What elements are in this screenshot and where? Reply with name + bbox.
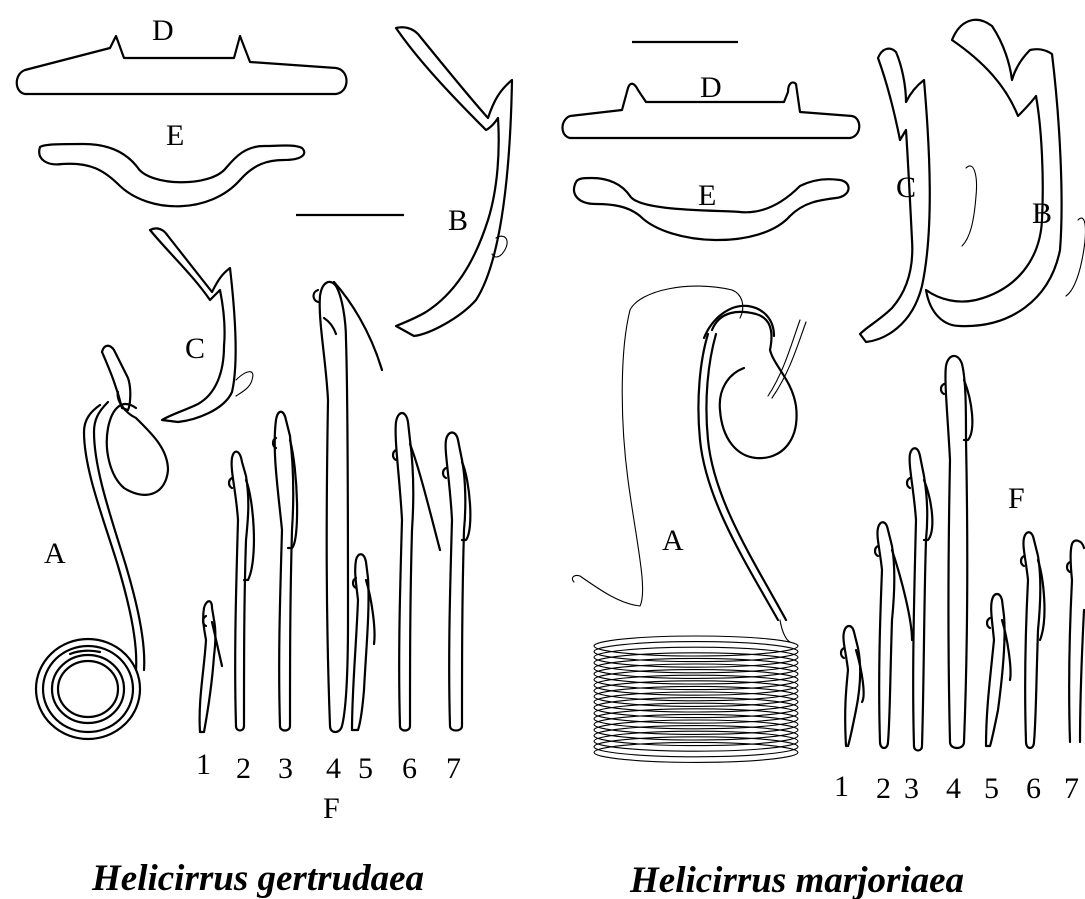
left-falciger-number-5: 5 <box>358 752 373 785</box>
right-falcigers: 1 2 3 4 5 6 7 F <box>834 356 1084 805</box>
left-label-b: B <box>448 204 468 237</box>
right-falciger-2 <box>875 522 912 748</box>
right-falciger-number-5: 5 <box>984 772 999 805</box>
right-falciger-5 <box>986 594 1011 746</box>
right-spring-coil <box>594 636 798 762</box>
left-falciger-number-6: 6 <box>402 752 417 785</box>
left-falciger-5 <box>352 554 375 730</box>
right-label-d: D <box>700 71 722 104</box>
left-structure-e: E <box>39 119 304 206</box>
left-falcigers: 1 2 3 4 5 6 7 F <box>196 282 470 825</box>
left-falciger-number-7: 7 <box>446 752 461 785</box>
right-falciger-number-6: 6 <box>1026 772 1041 805</box>
left-falciger-number-4: 4 <box>326 752 341 785</box>
left-falciger-4 <box>314 282 383 732</box>
right-falciger-3 <box>907 448 932 750</box>
panel-right: D E C B A <box>563 20 1085 899</box>
left-structure-b: B <box>396 27 512 336</box>
right-structure-e: E <box>574 178 849 240</box>
right-falciger-1 <box>841 626 864 746</box>
left-falciger-number-3: 3 <box>278 752 293 785</box>
right-falciger-number-2: 2 <box>876 772 891 805</box>
left-falciger-1 <box>200 601 222 732</box>
right-falciger-4 <box>941 356 972 748</box>
left-structure-d: D <box>17 14 347 94</box>
left-falciger-7 <box>443 433 470 731</box>
right-falciger-number-4: 4 <box>946 772 961 805</box>
right-label-c: C <box>896 171 916 204</box>
left-falciger-number-2: 2 <box>236 752 251 785</box>
left-falciger-number-1: 1 <box>196 748 211 781</box>
left-label-a: A <box>44 537 66 570</box>
right-structure-c: C <box>860 49 977 342</box>
left-label-d: D <box>152 14 174 47</box>
left-label-f: F <box>323 792 340 825</box>
right-falciger-7 <box>1067 541 1084 742</box>
left-species-name: Helicirrus gertrudaea <box>91 858 424 899</box>
right-label-f: F <box>1008 482 1025 515</box>
right-species-name: Helicirrus marjoriaea <box>629 860 964 899</box>
left-structure-c: C <box>150 228 253 422</box>
right-label-e: E <box>698 179 716 212</box>
left-falciger-6 <box>393 413 440 731</box>
left-falciger-3 <box>273 412 297 731</box>
right-structure-b: B <box>926 20 1085 326</box>
right-falciger-number-7: 7 <box>1064 772 1079 805</box>
right-falciger-number-1: 1 <box>834 770 849 803</box>
right-structure-a: A <box>572 286 806 762</box>
left-label-e: E <box>166 119 184 152</box>
right-label-a: A <box>662 524 684 557</box>
right-structure-d: D <box>563 71 860 138</box>
left-structure-a: A <box>36 346 168 739</box>
right-falciger-6 <box>1021 532 1044 748</box>
right-label-b: B <box>1032 197 1052 230</box>
right-falciger-number-3: 3 <box>904 772 919 805</box>
left-label-c: C <box>185 332 205 365</box>
left-falciger-2 <box>229 452 254 731</box>
panel-left: D E B C <box>17 14 512 899</box>
